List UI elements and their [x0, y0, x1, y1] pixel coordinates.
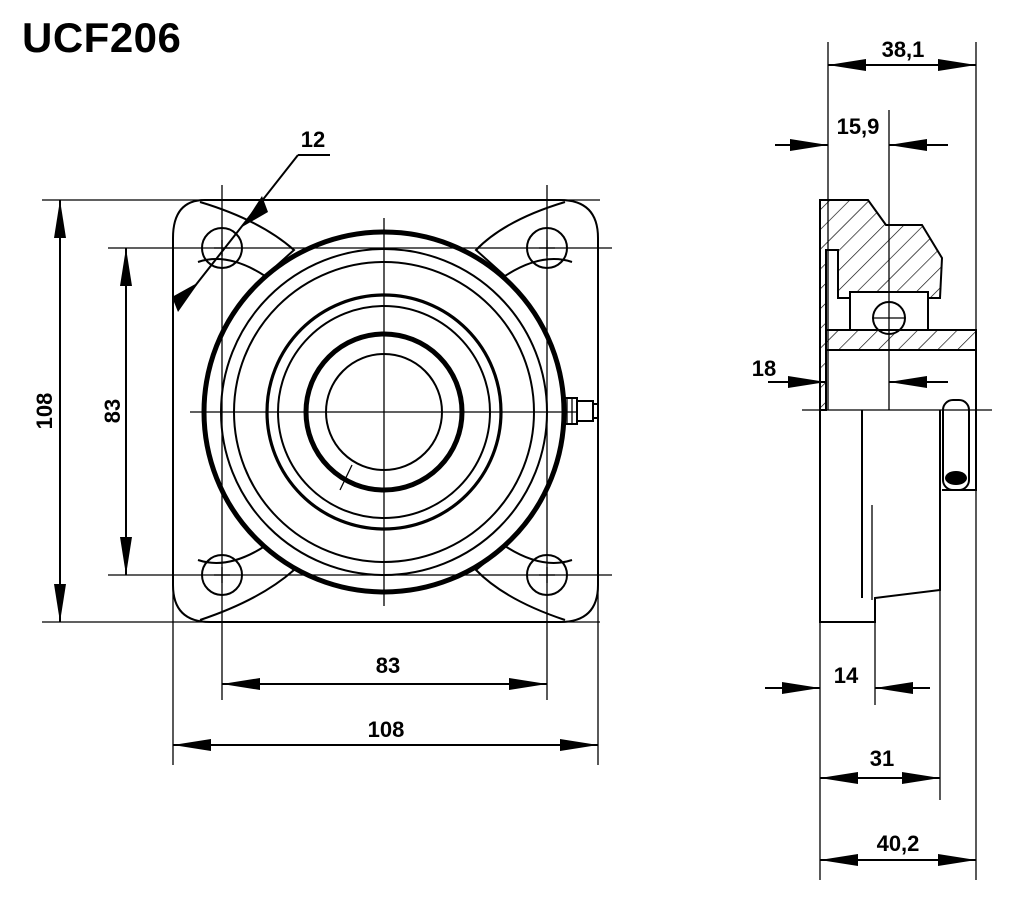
center-lines	[108, 185, 612, 700]
dim-housing-width: 31	[820, 746, 940, 784]
inner-race-hatched	[825, 329, 977, 351]
dim-height-bolt-spacing: 83	[100, 248, 132, 575]
inner-ring-right	[942, 349, 977, 491]
dim-top-offset-label: 15,9	[837, 114, 880, 139]
dim-bolt-hole-diameter: 12	[172, 127, 330, 312]
dim-overall-width: 40,2	[820, 831, 976, 866]
side-extension-lines	[819, 42, 977, 880]
dim-top-offset: 15,9	[775, 114, 948, 151]
front-view: 108 83 83 108 12	[32, 127, 612, 765]
housing-lower	[819, 410, 941, 623]
dim-overall-width-label: 40,2	[877, 831, 920, 856]
grease-nipple-side	[942, 399, 970, 491]
extension-lines	[42, 199, 600, 765]
set-screw-line	[339, 464, 353, 491]
dim-width-bolt-spacing-label: 83	[376, 653, 400, 678]
dim-height-bolt-spacing-label: 83	[100, 399, 125, 423]
dim-bolt-hole-diameter-label: 12	[301, 127, 325, 152]
grease-nipple	[562, 397, 599, 425]
corner-lobes	[197, 201, 573, 621]
dim-height-overall: 108	[32, 200, 66, 622]
dim-height-overall-label: 108	[32, 393, 57, 430]
dim-top-overall: 38,1	[828, 37, 976, 71]
dim-top-overall-label: 38,1	[882, 37, 925, 62]
dim-width-bolt-spacing: 83	[222, 653, 547, 690]
side-center-lines	[802, 110, 992, 411]
dim-width-overall: 108	[173, 717, 598, 751]
dim-center-height: 18	[752, 356, 948, 388]
dim-flange-thickness: 14	[765, 663, 930, 694]
dim-width-overall-label: 108	[368, 717, 405, 742]
side-view: 38,1 15,9 18 14	[752, 37, 992, 880]
dim-flange-thickness-label: 14	[834, 663, 859, 688]
dim-center-height-label: 18	[752, 356, 776, 381]
dim-housing-width-label: 31	[870, 746, 894, 771]
part-title: UCF206	[22, 14, 182, 61]
